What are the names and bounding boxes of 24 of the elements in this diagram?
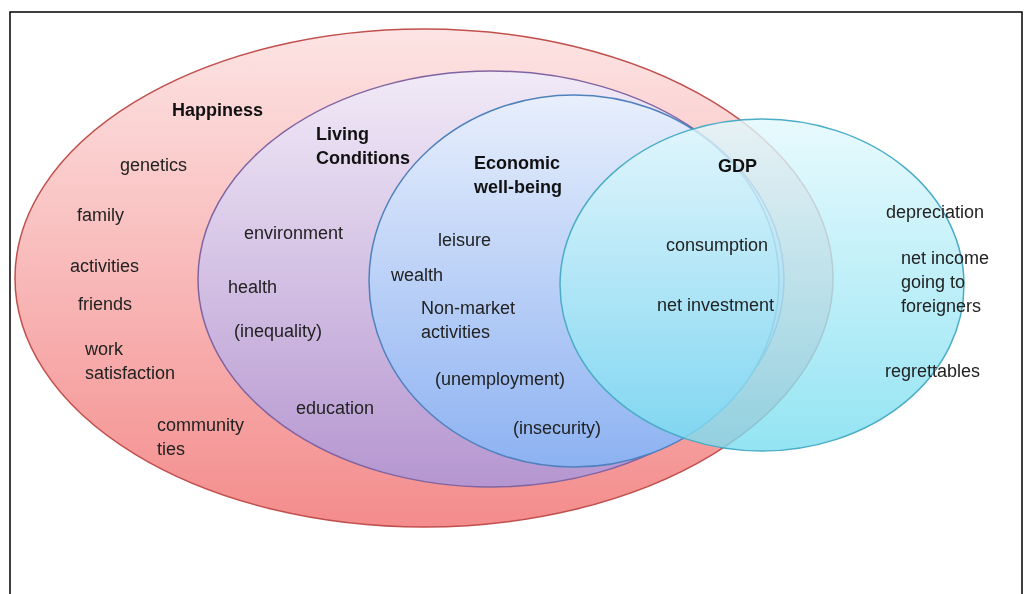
set-item: net income going to foreigners bbox=[901, 247, 991, 318]
set-item: (inequality) bbox=[234, 320, 323, 343]
set-item: health bbox=[228, 276, 278, 299]
set-item: net investment bbox=[657, 294, 775, 317]
set-item: activities bbox=[70, 255, 140, 278]
set-item: leisure bbox=[438, 229, 492, 252]
set-item: family bbox=[77, 204, 124, 227]
set-heading: Happiness bbox=[172, 99, 264, 122]
set-item: genetics bbox=[120, 154, 188, 177]
set-item: environment bbox=[244, 222, 344, 245]
set-item: education bbox=[296, 397, 375, 420]
set-item: regrettables bbox=[885, 360, 981, 383]
set-item: work satisfaction bbox=[85, 338, 177, 385]
set-heading: Economic well-being bbox=[474, 152, 563, 199]
set-item: (unemployment) bbox=[435, 368, 566, 391]
set-item: community ties bbox=[157, 414, 246, 461]
set-heading: GDP bbox=[718, 155, 757, 178]
set-item: (insecurity) bbox=[513, 417, 601, 440]
set-item: depreciation bbox=[886, 201, 985, 224]
set-item: consumption bbox=[666, 234, 769, 257]
set-item: wealth bbox=[391, 264, 444, 287]
set-item: Non-market activities bbox=[421, 297, 517, 344]
set-item: friends bbox=[78, 293, 133, 316]
set-heading: Living Conditions bbox=[316, 123, 411, 170]
